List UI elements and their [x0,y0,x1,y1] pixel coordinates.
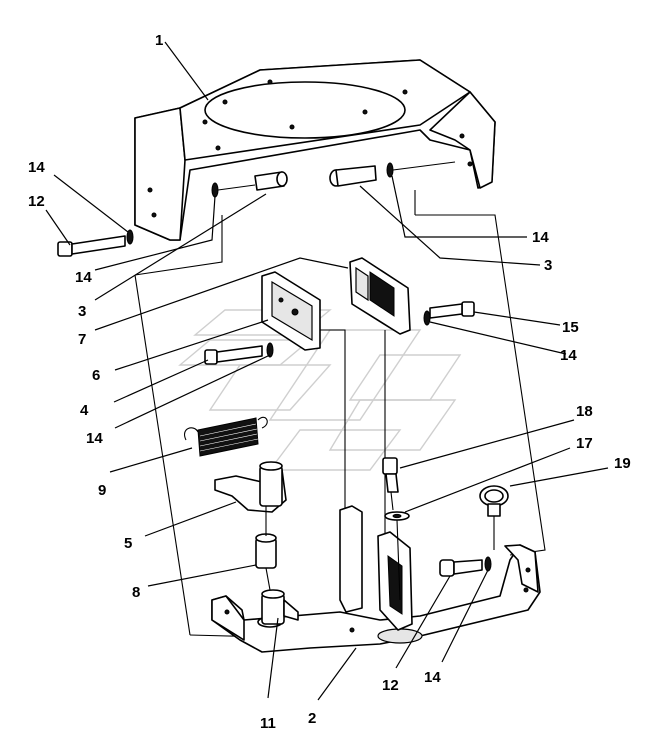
callout-14-a: 14 [28,159,45,176]
part-14-washer-b [211,182,256,198]
callout-11: 11 [260,715,276,732]
axis-line-left [265,506,271,591]
part-3-spacer-left [254,171,288,191]
part-8-bushing [255,533,277,569]
part-19-ring-pin [479,485,509,550]
part-14-washer-f [423,310,431,326]
callout-14-d: 14 [424,669,441,686]
callout-9: 9 [98,482,106,499]
callout-5: 5 [124,535,132,552]
callout-14-b: 14 [75,269,92,286]
part-5-lever [214,461,287,513]
part-9-spring [184,416,268,457]
part-4-pin [204,345,263,365]
callout-8: 8 [132,584,140,601]
callout-12-a: 12 [28,193,45,210]
callout-labels: 1 14 12 14 3 7 6 4 14 9 5 8 11 2 12 14 1… [28,32,631,732]
callout-4: 4 [80,402,89,419]
callout-14-f: 14 [560,347,577,364]
part-14-washer-a [126,229,134,245]
callout-7: 7 [78,331,86,348]
part-3-spacer-right [329,165,377,187]
guide-block-right [377,531,413,631]
callout-12-b: 12 [382,677,399,694]
callout-3-a: 3 [78,303,86,320]
part-11-stud [261,589,299,625]
part-17-washer [384,511,410,521]
axis-line-center [390,491,401,601]
callout-17: 17 [576,435,593,452]
part-14-washer-c [266,342,274,358]
part-12-bolt-lower [439,559,483,577]
leader-lines [45,41,609,701]
callout-6: 6 [92,367,100,384]
callout-15: 15 [562,319,579,336]
axis-line-upper [392,161,456,171]
part-1-upper-bracket [134,59,496,241]
part-15-bolt [429,301,475,319]
part-14-washer-e [386,162,394,178]
callout-14-c: 14 [86,430,103,447]
callout-1: 1 [155,32,163,49]
part-12-bolt-left [57,235,126,257]
callout-14-e: 14 [532,229,549,246]
watermark-logo [178,309,462,471]
callout-19: 19 [614,455,631,472]
callout-2: 2 [308,710,316,727]
guide-block-left [339,505,363,613]
callout-18: 18 [576,403,593,420]
part-14-washer-d [484,556,492,572]
part-7-plate [349,257,411,335]
part-6-plate [261,271,321,351]
callout-3-b: 3 [544,257,552,274]
part-18-pin [382,457,399,493]
